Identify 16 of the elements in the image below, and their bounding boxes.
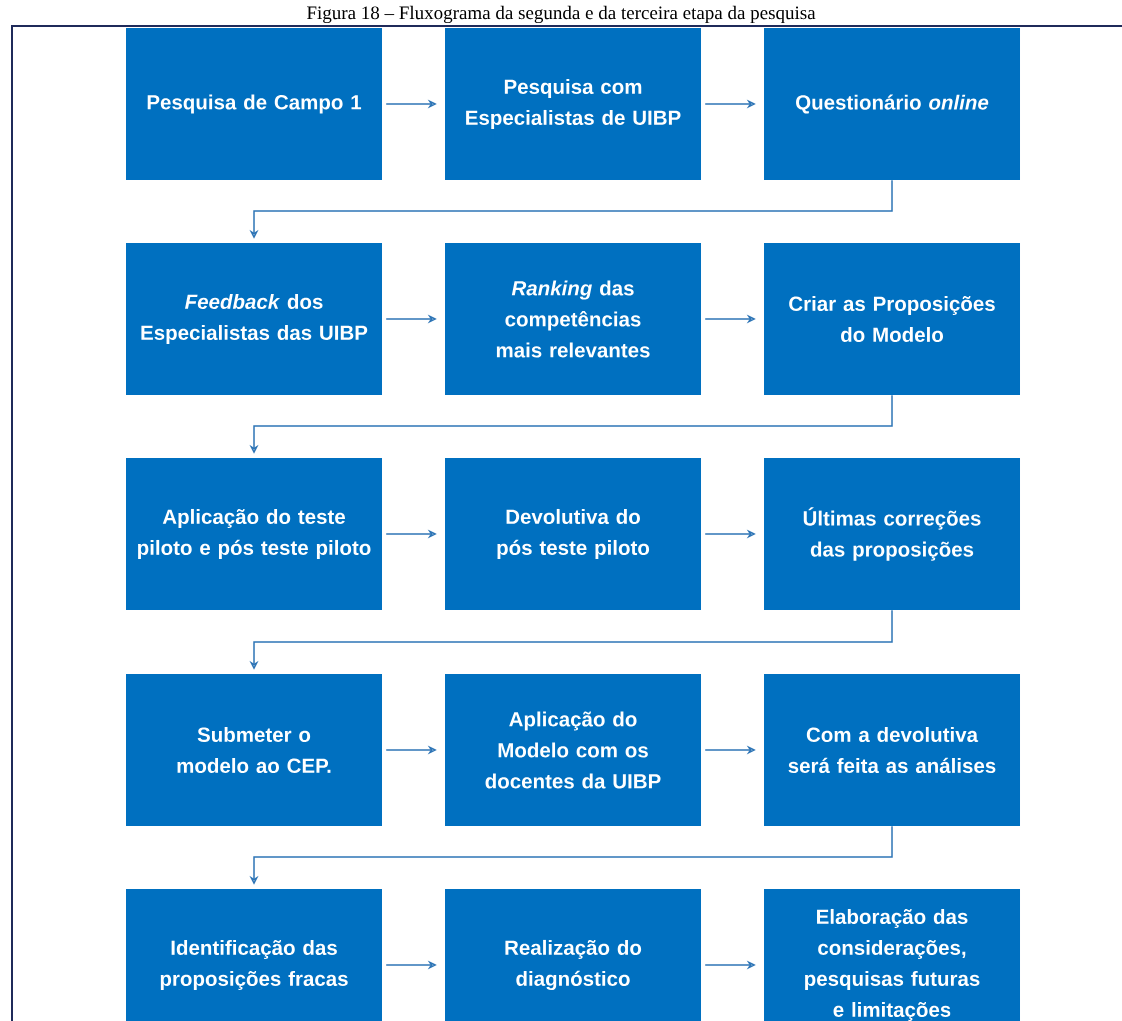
- process-box: Feedback dos Especialistas das UIBP: [126, 243, 382, 395]
- process-box: Aplicação do teste piloto e pós teste piloto: [126, 458, 382, 610]
- process-box: Ranking das competências mais relevantes: [445, 243, 701, 395]
- process-box: Submeter o modelo ao CEP.: [126, 674, 382, 826]
- process-box: Aplicação do Modelo com os docentes da UIBP: [445, 674, 701, 826]
- process-box: Criar as Proposições do Modelo: [764, 243, 1020, 395]
- process-box: Questionário online: [764, 28, 1020, 180]
- process-box: Elaboração das considerações, pesquisas futuras e limitações: [764, 889, 1020, 1021]
- process-box: Realização do diagnóstico: [445, 889, 701, 1021]
- process-box: Com a devolutiva será feita as análises: [764, 674, 1020, 826]
- process-box: Pesquisa com Especialistas de UIBP: [445, 28, 701, 180]
- process-box: Pesquisa de Campo 1: [126, 28, 382, 180]
- process-box: Devolutiva do pós teste piloto: [445, 458, 701, 610]
- process-box: Identificação das proposições fracas: [126, 889, 382, 1021]
- process-box: Últimas correções das proposições: [764, 458, 1020, 610]
- figure-title: Figura 18 – Fluxograma da segunda e da terceira etapa da pesquisa: [307, 5, 816, 24]
